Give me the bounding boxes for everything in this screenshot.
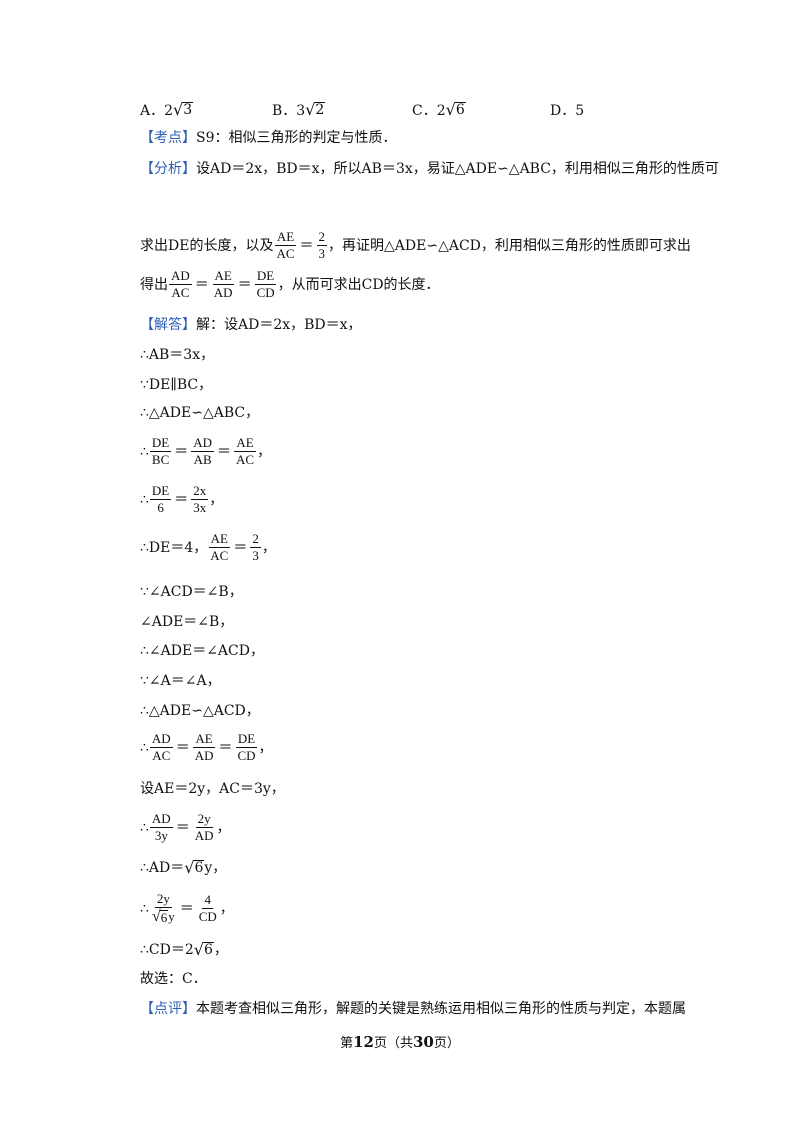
step-9: ∴∠ADE＝∠ACD，	[140, 643, 264, 659]
choice-c-label: C．	[412, 103, 437, 119]
step-17: ∴CD＝2√6，	[140, 940, 228, 960]
choice-a-label: A．	[140, 103, 165, 119]
fenxi-text-3a: 得出	[140, 276, 168, 293]
sqrt-symbol: √2	[305, 100, 326, 119]
sqrt-symbol: √6	[151, 908, 169, 926]
step-13: 设AE＝2y，AC＝3y，	[140, 781, 285, 797]
fenxi-tag: 【分析】	[140, 161, 196, 177]
fenxi-text-3b: ，从而可求出CD的长度．	[277, 276, 440, 293]
choice-b-label: B．	[272, 103, 297, 119]
kaodian-tag: 【考点】	[140, 130, 196, 146]
choice-b-coef: 3	[296, 103, 306, 119]
step-1: ∴AB＝3x，	[140, 347, 215, 363]
step-8: ∠ADE＝∠B，	[140, 614, 234, 630]
sqrt-symbol: √6	[184, 858, 205, 878]
step-11: ∴△ADE∽△ACD，	[140, 703, 260, 719]
fenxi-text-2a: 求出DE的长度，以及	[140, 237, 274, 254]
sqrt-symbol: √6	[445, 100, 466, 119]
sqrt-symbol: √6	[193, 940, 214, 960]
dianping-line: 【点评】本题考查相似三角形，解题的关键是熟练运用相似三角形的性质与判定，本题属	[140, 1002, 686, 1016]
sqrt-symbol: √3	[173, 100, 194, 119]
fenxi-text-1: 设AD＝2x，BD＝x，所以AB＝3x，易证△ADE∽△ABC，利用相似三角形的…	[196, 161, 719, 177]
choice-a-coef: 2	[164, 103, 174, 119]
choice-c-radicand: 6	[454, 101, 466, 118]
choice-c: C．2√6	[412, 100, 466, 120]
step-10: ∵∠A＝∠A，	[140, 673, 221, 689]
fenxi-text-2b: ，再证明△ADE∽△ACD，利用相似三角形的性质即可求出	[328, 237, 691, 254]
page-footer: 第12页（共30页）	[340, 1033, 460, 1051]
choice-a-radicand: 3	[182, 101, 194, 118]
kaodian-line: 【考点】S9：相似三角形的判定与性质．	[140, 131, 397, 145]
total-pages: 30	[413, 1033, 434, 1051]
equals-sign: ＝	[299, 237, 314, 254]
choice-a: A．2√3	[140, 100, 194, 120]
choice-b: B．3√2	[272, 100, 326, 120]
step-7: ∵∠ACD＝∠B，	[140, 584, 243, 600]
choice-d-value: 5	[575, 103, 585, 119]
step-2: ∵DE∥BC，	[140, 377, 213, 393]
jieda-tag: 【解答】	[140, 317, 196, 333]
choice-b-radicand: 2	[314, 101, 326, 118]
choice-c-coef: 2	[436, 103, 446, 119]
page-number: 12	[353, 1033, 374, 1051]
choice-d-label: D．	[550, 103, 576, 119]
jieda-line: 【解答】解：设AD＝2x，BD＝x，	[140, 318, 362, 332]
step-18: 故选：C．	[140, 971, 207, 987]
fenxi-line-1: 【分析】设AD＝2x，BD＝x，所以AB＝3x，易证△ADE∽△ABC，利用相似…	[140, 162, 719, 176]
dianping-text: 本题考查相似三角形，解题的关键是熟练运用相似三角形的性质与判定，本题属	[196, 1001, 686, 1017]
kaodian-text: S9：相似三角形的判定与性质．	[196, 130, 397, 146]
dianping-tag: 【点评】	[140, 1001, 196, 1017]
jieda-text: 解：设AD＝2x，BD＝x，	[196, 317, 362, 333]
choice-d: D．5	[550, 100, 584, 120]
step-3: ∴△ADE∽△ABC，	[140, 405, 260, 421]
